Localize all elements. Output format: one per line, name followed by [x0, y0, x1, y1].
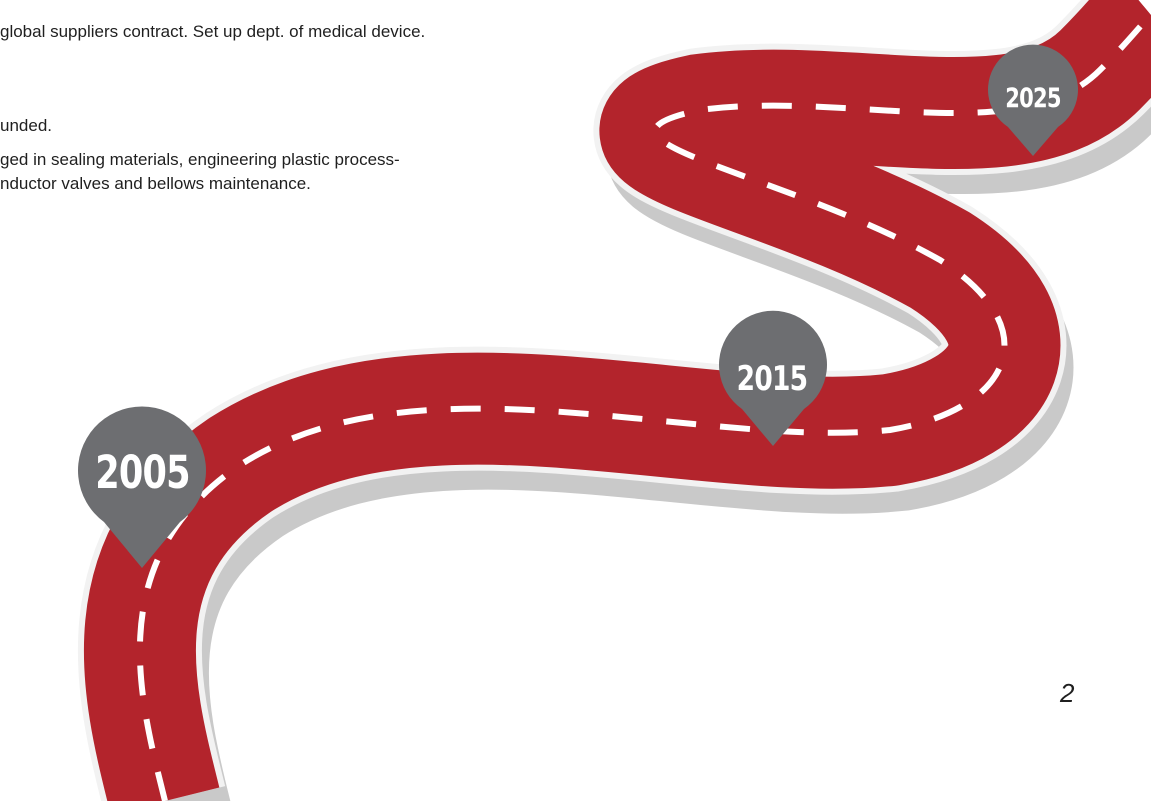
history-line: unded.: [0, 116, 52, 135]
page-number: 2: [1060, 678, 1075, 708]
history-line: ged in sealing materials, engineering pl…: [0, 150, 400, 169]
pin-2005-icon: [77, 406, 206, 568]
milestone-year: 2025: [1005, 83, 1061, 114]
road-surface: [83, 0, 1151, 801]
lane-marking: [136, 12, 1151, 801]
history-line: nductor valves and bellows maintenance.: [0, 174, 311, 193]
pin-2025-icon: [987, 44, 1078, 157]
milestone-year: 2005: [95, 446, 190, 499]
pin-2015-icon: [719, 310, 828, 446]
history-line: global suppliers contract. Set up dept. …: [0, 22, 426, 41]
milestone-year: 2015: [736, 359, 808, 399]
